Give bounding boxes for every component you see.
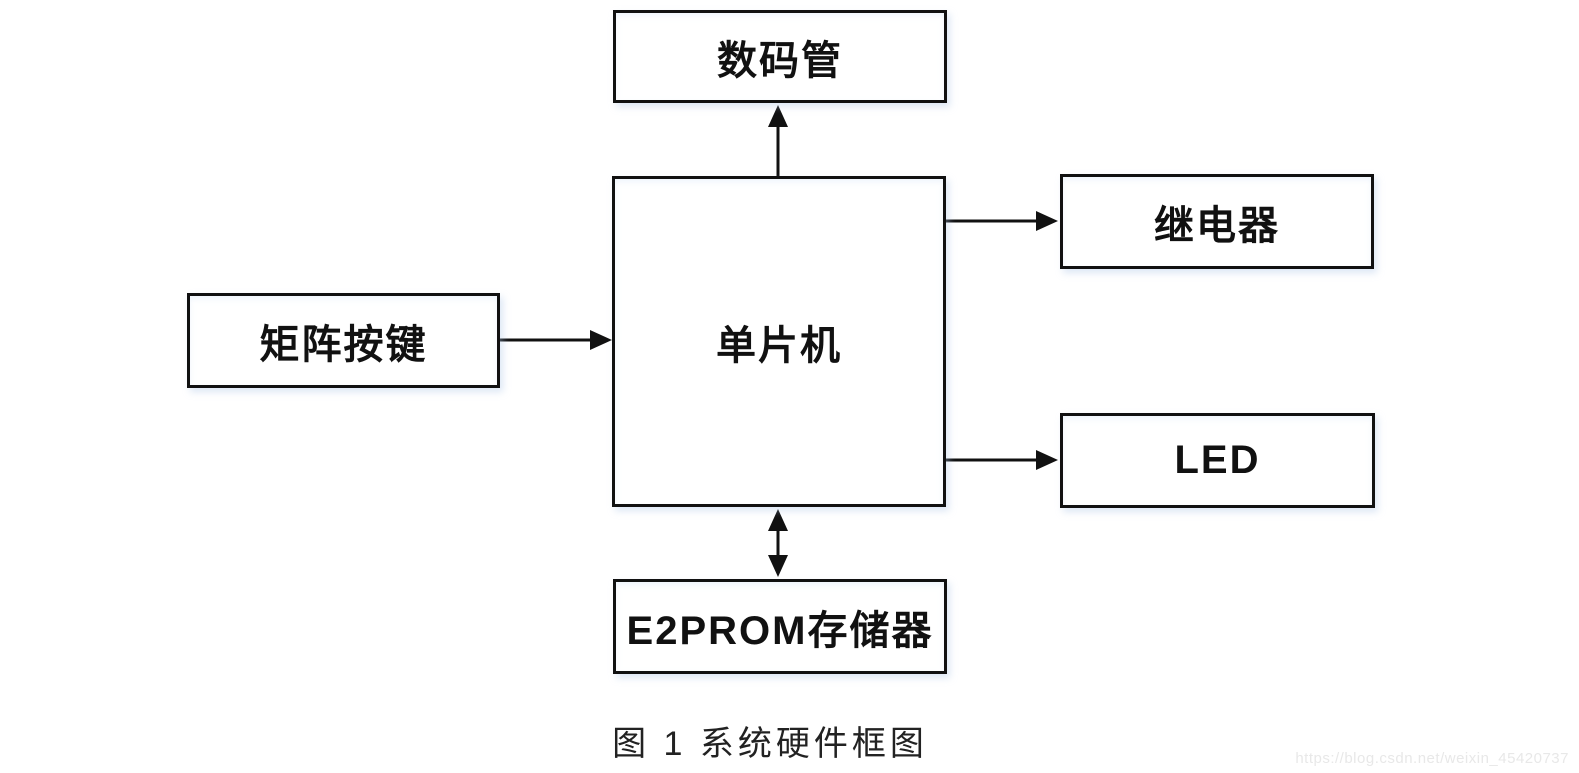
node-eeprom: E2PROM存储器 (613, 579, 947, 674)
figure-caption: 图 1 系统硬件框图 (612, 725, 928, 763)
arrow-mcu-to-relay (946, 211, 1058, 231)
arrow-mcu-to-digital-tube (768, 105, 788, 176)
arrow-mcu-eeprom-bidirectional (768, 509, 788, 577)
node-matrix-keypad-label: 矩阵按键 (259, 322, 428, 367)
node-mcu: 单片机 (612, 176, 946, 507)
node-led: LED (1060, 413, 1375, 508)
watermark-url: https://blog.csdn.net/weixin_45420737 (1295, 750, 1569, 767)
node-digital-tube-label: 数码管 (717, 38, 843, 83)
node-relay-label: 继电器 (1154, 203, 1280, 248)
arrow-mcu-to-led (946, 450, 1058, 470)
node-mcu-label: 单片机 (716, 323, 842, 368)
arrow-matrix-keypad-to-mcu (500, 330, 612, 350)
node-matrix-keypad: 矩阵按键 (187, 293, 500, 388)
node-eeprom-label: E2PROM存储器 (626, 608, 934, 653)
node-digital-tube: 数码管 (613, 10, 947, 103)
node-led-label: LED (1174, 438, 1261, 482)
node-relay: 继电器 (1060, 174, 1374, 269)
